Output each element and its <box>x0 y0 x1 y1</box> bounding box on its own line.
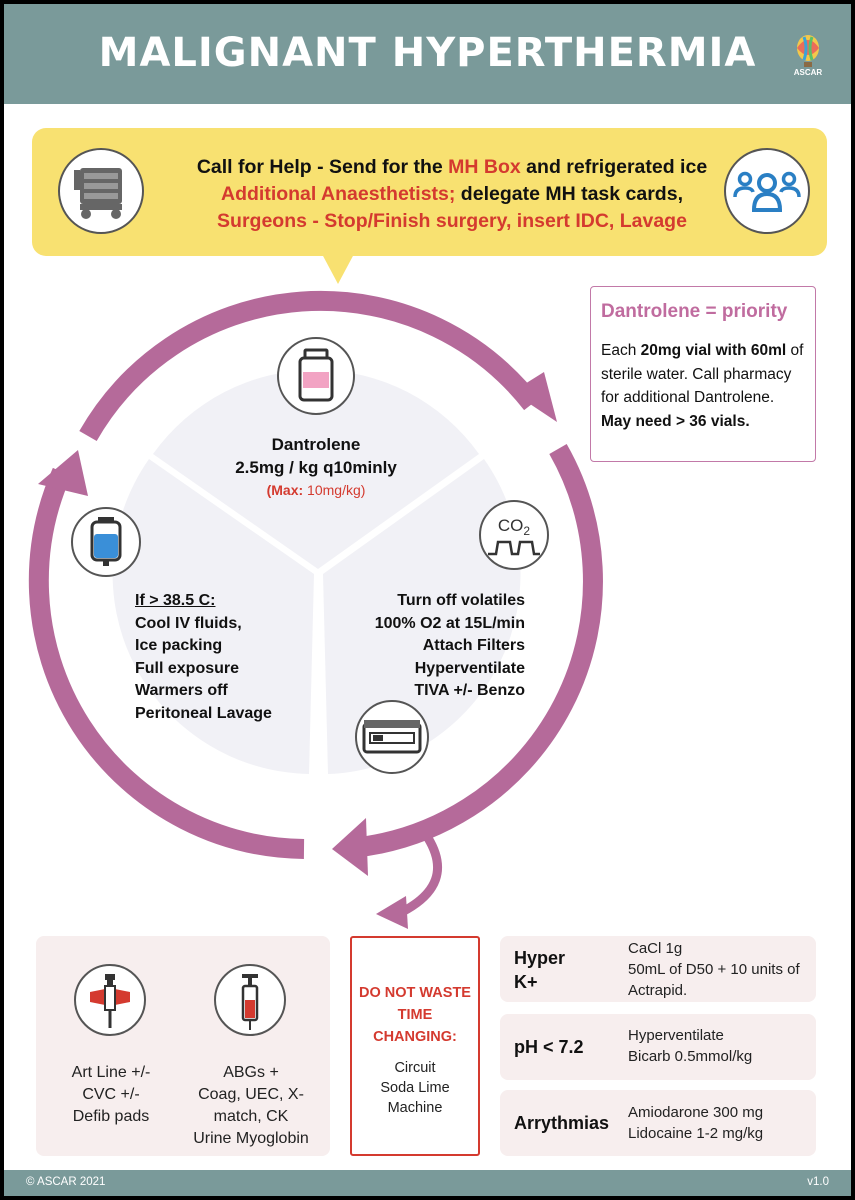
treatment-cycle-diagram: CO2 <box>28 290 603 929</box>
callout-line-1: Call for Help - Send for the MH Box and … <box>196 156 708 178</box>
arrowhead-left <box>38 450 88 496</box>
row-label: Arrythmias <box>514 1113 610 1133</box>
dantrolene-priority-text: Each 20mg vial with 60ml of sterile wate… <box>601 342 804 430</box>
segment-left <box>112 459 314 774</box>
page-title: MALIGNANT HYPERTHERMIA <box>98 30 757 76</box>
blood-sample-syringe-icon <box>214 964 286 1036</box>
cooling-measures: If > 38.5 C: Cool IV fluids, Ice packing… <box>135 592 272 722</box>
trolley-icon <box>58 148 144 234</box>
syringe-pump-icon <box>355 700 429 774</box>
row-label: pH < 7.2 <box>514 1037 584 1057</box>
co2-label: CO2 <box>498 516 531 538</box>
people-group-icon <box>724 148 810 234</box>
callout-line-2: Additional Anaesthetists; delegate MH ta… <box>221 183 683 205</box>
arc-top <box>79 290 540 441</box>
vial-icon <box>277 337 355 415</box>
callout-pointer <box>322 254 354 284</box>
copyright: © ASCAR 2021 <box>26 1176 106 1188</box>
dantrolene-priority-title: Dantrolene = priority <box>601 301 788 322</box>
callout-line-3: Surgeons - Stop/Finish surgery, insert I… <box>217 210 687 232</box>
header-bar: MALIGNANT HYPERTHERMIA ASCAR <box>4 4 851 104</box>
co2-capnograph-icon <box>479 500 549 570</box>
dantrolene-priority-box: Dantrolene = priority Each 20mg vial wit… <box>590 286 816 462</box>
footer-bar: © ASCAR 2021 v1.0 <box>4 1170 851 1196</box>
segment-top <box>153 369 479 569</box>
art-line-icon <box>74 964 146 1036</box>
dantrolene-dose: Dantrolene 2.5mg / kg q10minly (Max: 10m… <box>235 435 397 498</box>
art-line-text: Art Line +/-CVC +/-Defib pads <box>71 1064 151 1125</box>
version: v1.0 <box>807 1176 829 1188</box>
iv-bag-icon <box>71 507 141 577</box>
monitoring-box: Art Line +/-CVC +/-Defib pads ABGs +Coag… <box>36 936 330 1156</box>
segment-right <box>323 459 521 774</box>
down-arrow-curve <box>399 835 443 916</box>
balloon-logo-icon <box>797 35 819 67</box>
arc-right <box>350 444 603 858</box>
arrowhead-right <box>332 818 368 876</box>
down-arrowhead <box>376 896 408 929</box>
arrowhead-top <box>512 372 557 422</box>
call-for-help-banner: Call for Help - Send for the MH Box and … <box>32 128 827 256</box>
arc-left <box>28 467 305 859</box>
ventilation-measures: Turn off volatiles 100% O2 at 15L/min At… <box>374 592 525 699</box>
logo-label: ASCAR <box>793 68 823 77</box>
poster: MALIGNANT HYPERTHERMIA ASCAR Call for He… <box>4 4 851 1196</box>
